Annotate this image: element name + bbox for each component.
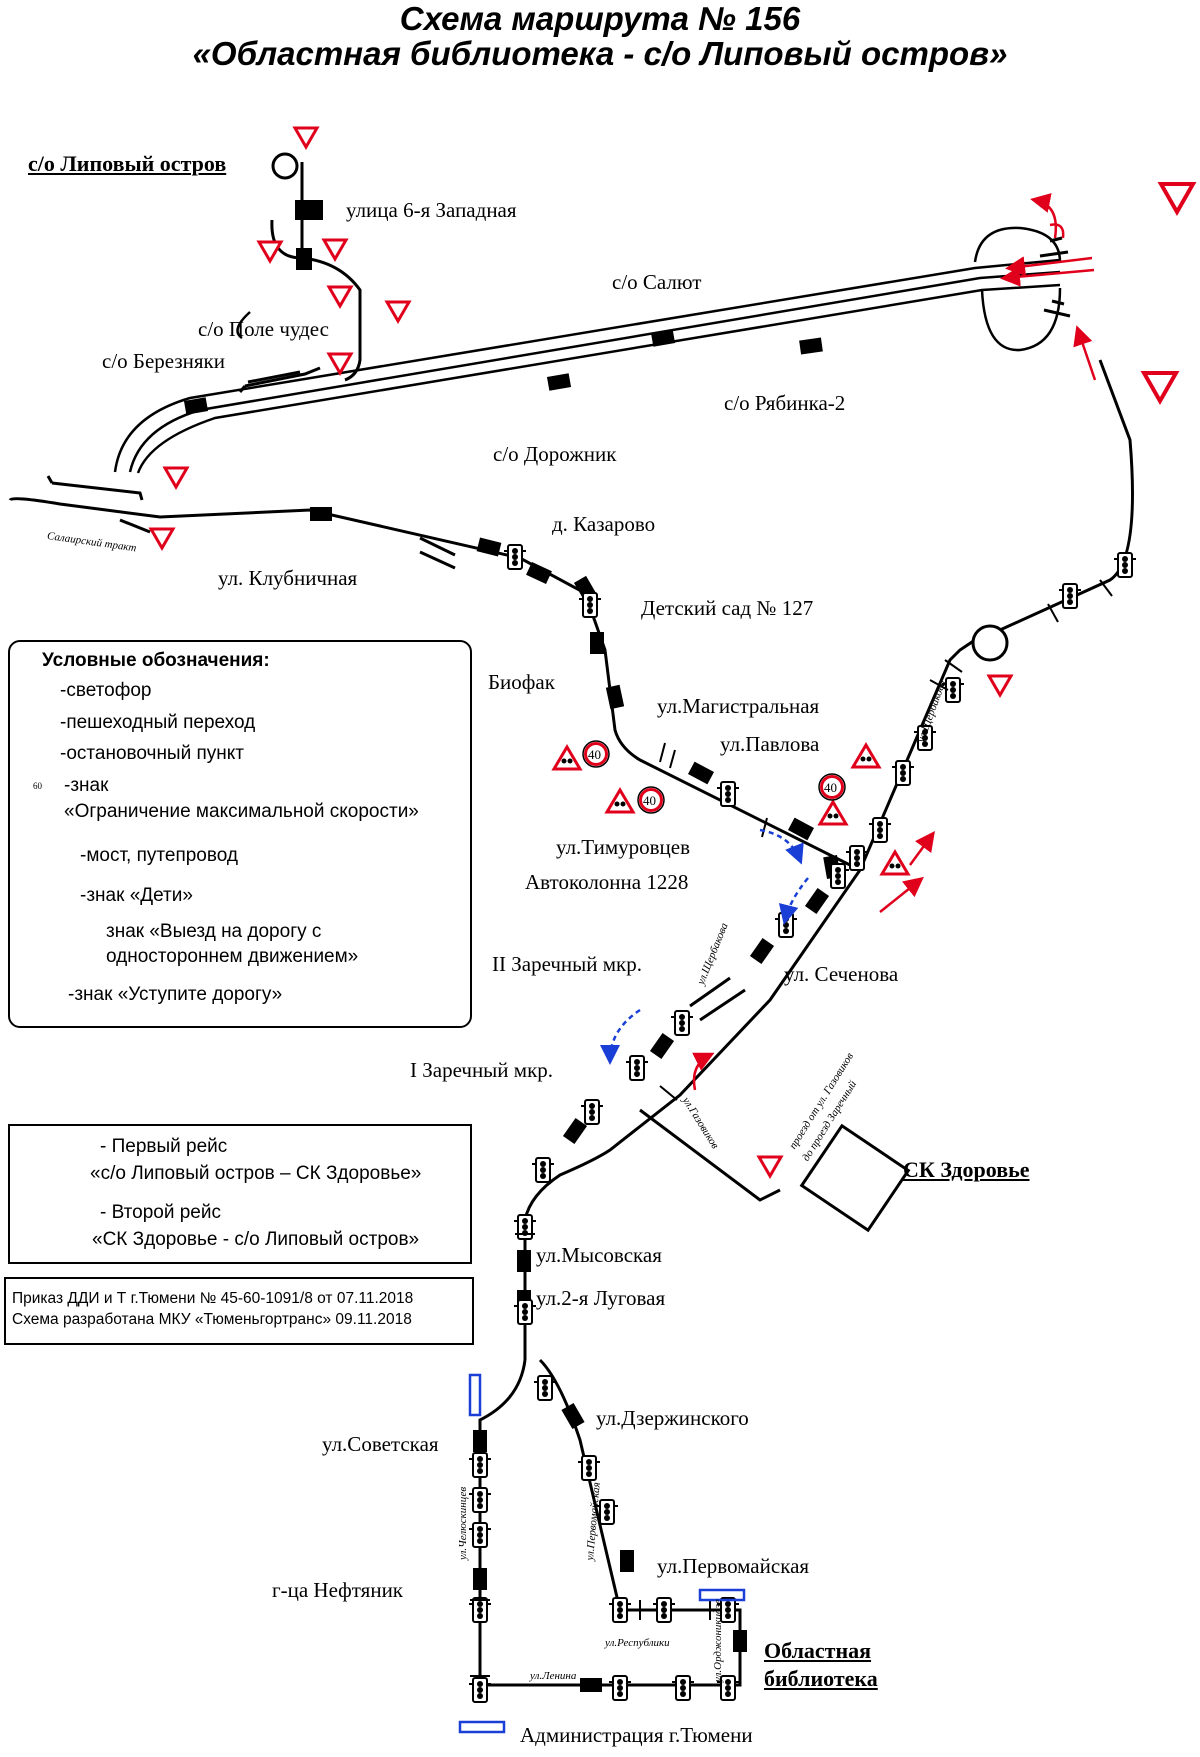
legend-children: -знак «Дети» bbox=[80, 885, 193, 906]
stop-beryozniki: с/о Березняки bbox=[102, 349, 225, 373]
second-trip-label: - Второй рейс bbox=[100, 1202, 221, 1223]
legend-heading: Условные обозначения: bbox=[42, 650, 270, 671]
first-trip-route: «с/о Липовый остров – СК Здоровье» bbox=[90, 1163, 422, 1184]
order-box bbox=[4, 1277, 474, 1345]
legend-traffic-light: -светофор bbox=[60, 680, 152, 701]
speed-limit-value-3: 40 bbox=[824, 780, 837, 795]
legend-yield: -знак «Уступите дорогу» bbox=[68, 984, 283, 1005]
second-trip-route: «СК Здоровье - с/о Липовый остров» bbox=[92, 1229, 420, 1250]
stop-avtokolonna: Автоколонна 1228 bbox=[525, 870, 689, 894]
stop-sad-127: Детский сад № 127 bbox=[641, 596, 814, 620]
stop-zarechny-2: II Заречный мкр. bbox=[492, 952, 643, 976]
stop-dorozhnik: с/о Дорожник bbox=[493, 442, 617, 466]
stop-markers bbox=[183, 200, 841, 1692]
stop-kazarovo: д. Казарово bbox=[552, 512, 656, 536]
legend-one-way-2: одностороннем движением» bbox=[106, 946, 359, 967]
stop-magistralnaya: ул.Магистральная bbox=[657, 694, 820, 718]
stop-2-lugovaya: ул.2-я Луговая bbox=[536, 1286, 666, 1310]
roundabout bbox=[971, 624, 1009, 662]
street-respubliki: ул.Республики bbox=[605, 1637, 670, 1649]
legend-crossing: -пешеходный переход bbox=[60, 712, 256, 733]
terminal-sk-zdorovye: СК Здоровье bbox=[903, 1157, 1030, 1182]
legend-box bbox=[8, 640, 472, 1028]
order-line-2: Схема разработана МКУ «Тюменьгортранс» 0… bbox=[12, 1311, 412, 1328]
speed-limit-value-2: 40 bbox=[643, 793, 656, 808]
stop-pervomayskaya: ул.Первомайская bbox=[657, 1554, 810, 1578]
stop-timurovtsev: ул.Тимуровцев bbox=[556, 835, 691, 859]
street-chelyuskintsev: ул.Челюскинцев bbox=[457, 1486, 469, 1560]
order-line-1: Приказ ДДИ и Т г.Тюмени № 45-60-1091/8 о… bbox=[12, 1290, 414, 1307]
stop-klubnichnaya: ул. Клубничная bbox=[218, 566, 358, 590]
map-title: Схема маршрута № 156 bbox=[399, 0, 801, 37]
terminal-loop bbox=[271, 152, 299, 180]
stop-mysovskaya: ул.Мысовская bbox=[536, 1243, 662, 1267]
legend-speed-sign: -знак bbox=[64, 775, 109, 796]
street-ordzhonikidze: ул.Орджоникидзе bbox=[712, 1599, 724, 1682]
legend-speed-sign-text: «Ограничение максимальной скорости» bbox=[64, 801, 419, 822]
stop-sovetskaya: ул.Советская bbox=[322, 1432, 439, 1456]
stop-zarechny-1: I Заречный мкр. bbox=[410, 1058, 554, 1082]
stop-salut: с/о Салют bbox=[612, 270, 702, 294]
legend-stop: -остановочный пункт bbox=[60, 743, 244, 764]
legend-speed-number: 60 bbox=[33, 781, 42, 791]
bridge-marks bbox=[46, 236, 1071, 1022]
sk-building bbox=[799, 1123, 911, 1233]
legend-bridge: -мост, путепровод bbox=[80, 845, 238, 866]
terminal-lipovy-ostrov: с/о Липовый остров bbox=[28, 151, 227, 176]
stop-sechenova: ул. Сеченова bbox=[784, 962, 899, 986]
stop-pole-chudes: с/о Поле чудес bbox=[198, 317, 329, 341]
stop-administration: Администрация г.Тюмени bbox=[520, 1723, 753, 1747]
first-trip-label: - Первый рейс bbox=[100, 1136, 228, 1157]
map-subtitle: «Областная библиотека - с/о Липовый остр… bbox=[192, 35, 1008, 72]
street-lenina: ул.Ленина bbox=[530, 1670, 577, 1682]
trips-box bbox=[8, 1124, 472, 1264]
speed-limit-value-1: 40 bbox=[588, 747, 601, 762]
stop-6-zapadnaya: улица 6-я Западная bbox=[346, 198, 517, 222]
stop-ryabinka: с/о Рябинка-2 bbox=[724, 391, 846, 415]
stop-neftyanik: г-ца Нефтяник bbox=[272, 1578, 404, 1602]
stop-pavlova: ул.Павлова bbox=[720, 732, 820, 756]
stop-dzerzhinskogo: ул.Дзержинского bbox=[596, 1406, 749, 1430]
turnaround-loop bbox=[973, 226, 1062, 352]
terminal-oblastnaya-biblioteka: Областная библиотека bbox=[764, 1638, 878, 1691]
stop-biofak: Биофак bbox=[488, 670, 555, 694]
legend-one-way-1: знак «Выезд на дорогу с bbox=[106, 921, 322, 942]
